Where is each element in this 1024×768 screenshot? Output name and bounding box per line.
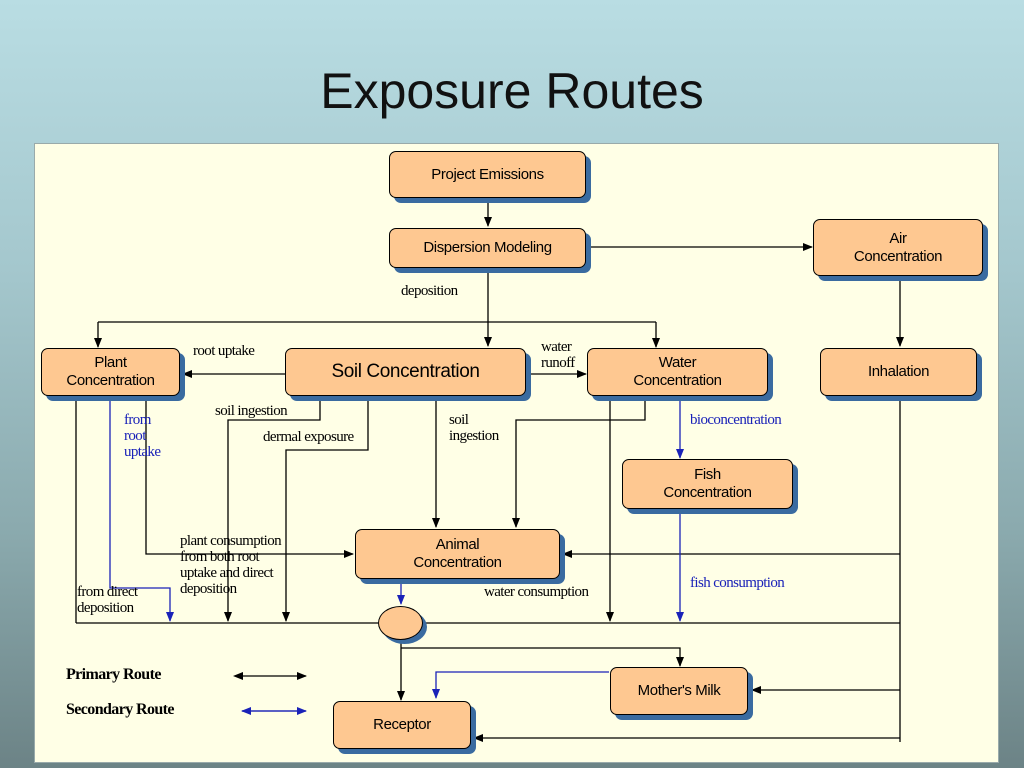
fish-consumption-label: fish consumption [690, 575, 785, 591]
inhalation-node: Inhalation [820, 348, 977, 396]
dispersion-modeling-node: Dispersion Modeling [389, 228, 586, 268]
fish-concentration-node: Fish Concentration [622, 459, 793, 509]
soil-ingestion-left-label: soil ingestion [215, 403, 288, 419]
mothers-milk-node: Mother's Milk [610, 667, 748, 715]
slide-title: Exposure Routes [320, 63, 704, 119]
animal-concentration-node: Animal Concentration [355, 529, 560, 579]
from-direct-deposition-label: from direct deposition [77, 584, 138, 616]
legend-primary-route: Primary Route [66, 666, 161, 683]
water-concentration-node: Water Concentration [587, 348, 768, 396]
air-concentration-node: Air Concentration [813, 219, 983, 276]
plant-consumption-label: plant consumption from both root uptake … [180, 533, 282, 597]
legend-secondary-route: Secondary Route [66, 701, 174, 718]
water-runoff-label: water runoff [541, 339, 575, 371]
plant-concentration-node: Plant Concentration [41, 348, 180, 396]
from-root-uptake-label: from root uptake [124, 412, 161, 460]
bioconcentration-label: bioconcentration [690, 412, 782, 428]
dermal-exposure-label: dermal exposure [263, 429, 354, 445]
soil-ingestion-right-label: soil ingestion [449, 412, 499, 444]
deposition-label: deposition [401, 283, 458, 299]
water-consumption-label: water consumption [484, 584, 589, 600]
project-emissions-node: Project Emissions [389, 151, 586, 198]
soil-concentration-node: Soil Concentration [285, 348, 526, 396]
receptor-node: Receptor [333, 701, 471, 749]
route-junction [378, 606, 423, 640]
root-uptake-label: root uptake [193, 343, 255, 359]
